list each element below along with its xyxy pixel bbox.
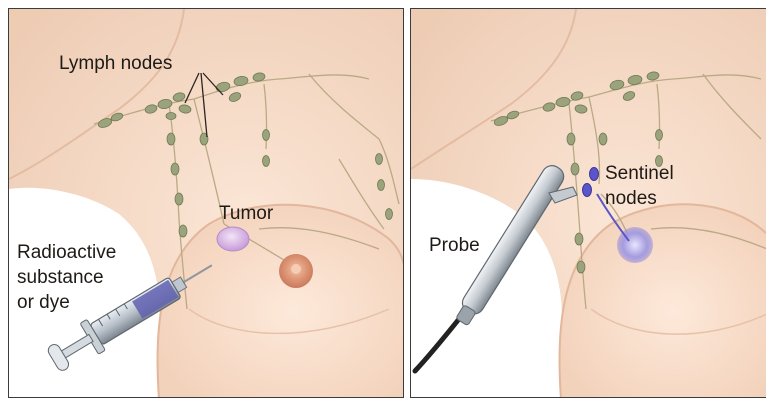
lymph-node [571,163,579,175]
lymph-node [577,261,585,273]
lymph-node [175,193,183,205]
lymph-node [263,130,270,141]
lymph-node [376,154,383,165]
lymph-node [263,156,270,167]
injection-label: Radioactive substance or dye [17,240,116,315]
lymph-node [386,209,393,220]
sentinel-nodes-label: Sentinel nodes [605,161,674,211]
probe-panel-drawing [411,9,766,398]
nipple [291,264,301,274]
lymph-node [599,133,607,145]
tumor [217,227,249,251]
lymph-node [179,225,187,237]
probe-label: Probe [429,235,480,257]
sentinel-node [590,168,599,181]
lymph-node [656,130,663,141]
injection-panel: Lymph nodes Tumor Radioactive substance … [8,8,404,398]
lymph-node [575,233,583,245]
probe-panel: Sentinel nodes Probe [410,8,766,398]
lymph-node [171,163,179,175]
lymph-nodes-label: Lymph nodes [59,53,172,75]
lymph-node [166,113,176,120]
lymph-node [567,133,575,145]
lymph-node [167,133,175,145]
lymph-node [378,180,385,191]
sentinel-node [583,184,592,197]
tumor-label: Tumor [219,203,273,225]
